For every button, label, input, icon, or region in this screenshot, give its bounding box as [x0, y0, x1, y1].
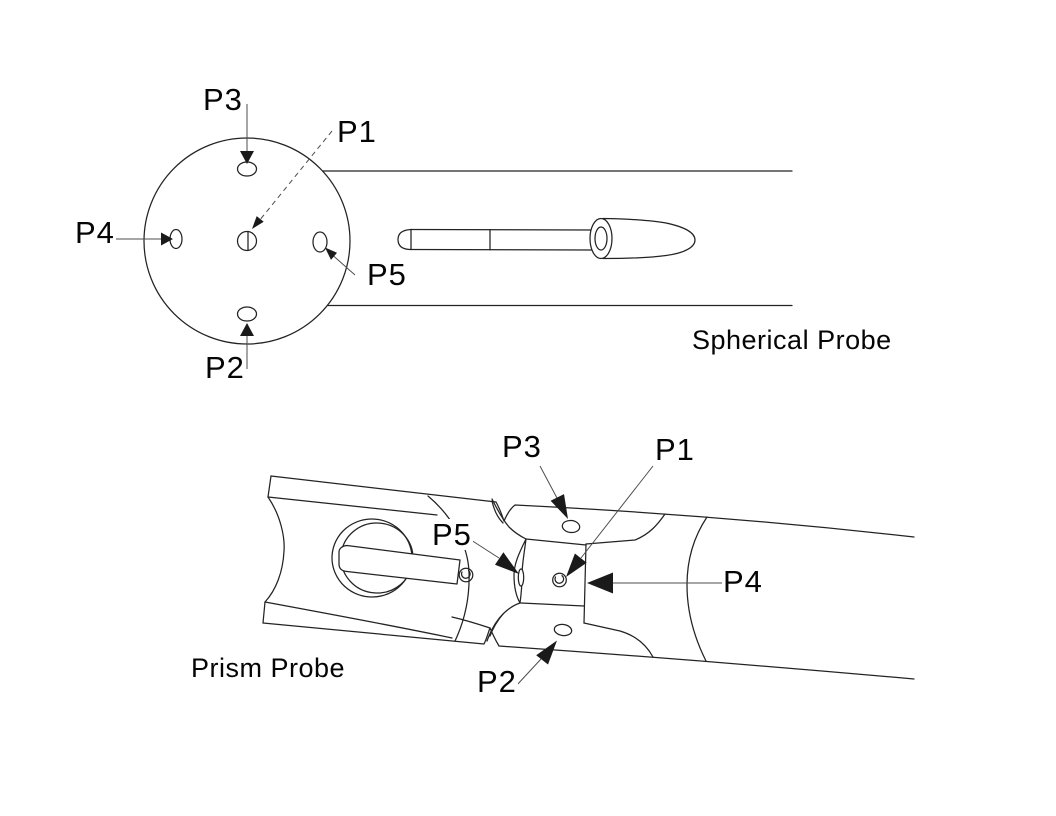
stylus-ball-tip [602, 217, 696, 260]
section-waist-curve [264, 496, 285, 603]
saddle-top-edge [491, 498, 527, 540]
arrowhead-p5 [495, 552, 519, 574]
saddle-bottom-edge [486, 602, 521, 642]
saddle-bottom-hook [489, 613, 504, 637]
arrowhead-p4 [587, 572, 613, 594]
leader-line-p2 [515, 658, 542, 687]
spherical-probe-title: Spherical Probe [692, 325, 892, 355]
leader-line-p5 [470, 539, 500, 559]
spherical-probe-face-view [143, 137, 351, 345]
port-hole-p1 [236, 230, 258, 252]
right-wing-top-edge [585, 513, 666, 545]
port-hole-p3 [561, 519, 581, 534]
saddle-top-hook [491, 500, 504, 524]
left-rim-bottom-edge [262, 601, 266, 624]
tube-top-silhouette [270, 475, 915, 538]
inner-wall-bottom [264, 601, 453, 639]
internal-rod [338, 544, 461, 585]
arrowhead-p4 [161, 232, 173, 246]
port-hole-p2 [553, 623, 573, 637]
spherical-probe-body-edges [322, 170, 793, 307]
port-hole-p5 [312, 231, 328, 253]
port-hole-p3 [236, 161, 258, 177]
leader-line-p3 [539, 465, 558, 499]
spherical-port-label-p4: P4 [74, 215, 116, 250]
spherical-probe-annotations [111, 104, 356, 369]
side-port-hole [458, 567, 474, 583]
inner-wall-top [267, 496, 438, 516]
stylus-collar-outer [589, 217, 613, 260]
arrowhead-p3 [240, 151, 254, 164]
prism-port-label-p4: P4 [722, 564, 764, 599]
arrowhead-p2 [240, 323, 254, 336]
leader-line-p1 [580, 465, 654, 559]
prism-probe-ports [458, 519, 581, 637]
stylus-left-cap [397, 228, 412, 251]
prism-flat-top-edge [525, 538, 587, 546]
leader-line-p1-dashed [258, 130, 333, 222]
prism-probe-title: Prism Probe [191, 653, 346, 683]
prism-flat-bottom-edge [520, 602, 585, 607]
arrowhead-p5 [325, 247, 337, 260]
probe-face-circle [143, 137, 351, 345]
stylus-collar-inner [594, 226, 608, 251]
prism-port-label-p5: P5 [431, 517, 473, 552]
spherical-probe-stylus [397, 217, 696, 260]
prism-probe-body [262, 475, 915, 680]
arrowhead-p1 [566, 553, 587, 577]
arrowhead-p3 [550, 494, 568, 519]
right-wing-bottom-edge [583, 622, 654, 658]
tube-bottom-silhouette [262, 622, 915, 680]
left-rim-top-edge [267, 475, 272, 498]
arrowhead-p2 [536, 640, 557, 665]
side-port-counterbore [460, 569, 471, 579]
spherical-port-label-p5: P5 [366, 257, 408, 292]
port-hole-p5-sliver [517, 568, 525, 587]
stylus-rod-bottom [410, 248, 593, 251]
prism-port-label-p3: P3 [501, 429, 543, 464]
prism-port-label-p1: P1 [654, 432, 696, 467]
prism-port-label-p2: P2 [476, 664, 518, 699]
spherical-port-label-p1: P1 [336, 114, 378, 149]
port-hole-p1 [552, 572, 567, 588]
spherical-port-label-p3: P3 [202, 82, 244, 117]
stylus-rod-top [410, 228, 593, 231]
port-hole-p1-counterbore [554, 574, 565, 584]
spherical-port-label-p2: P2 [204, 350, 246, 385]
arrowhead-p1 [252, 216, 264, 229]
prism-flat-right-edge [583, 543, 587, 624]
prism-probe-annotations [470, 465, 722, 687]
port-hole-p2 [236, 306, 258, 322]
right-section-cut-face-arc [686, 516, 708, 662]
head-bottom-edge [451, 616, 491, 629]
leader-line-p5 [332, 255, 356, 276]
